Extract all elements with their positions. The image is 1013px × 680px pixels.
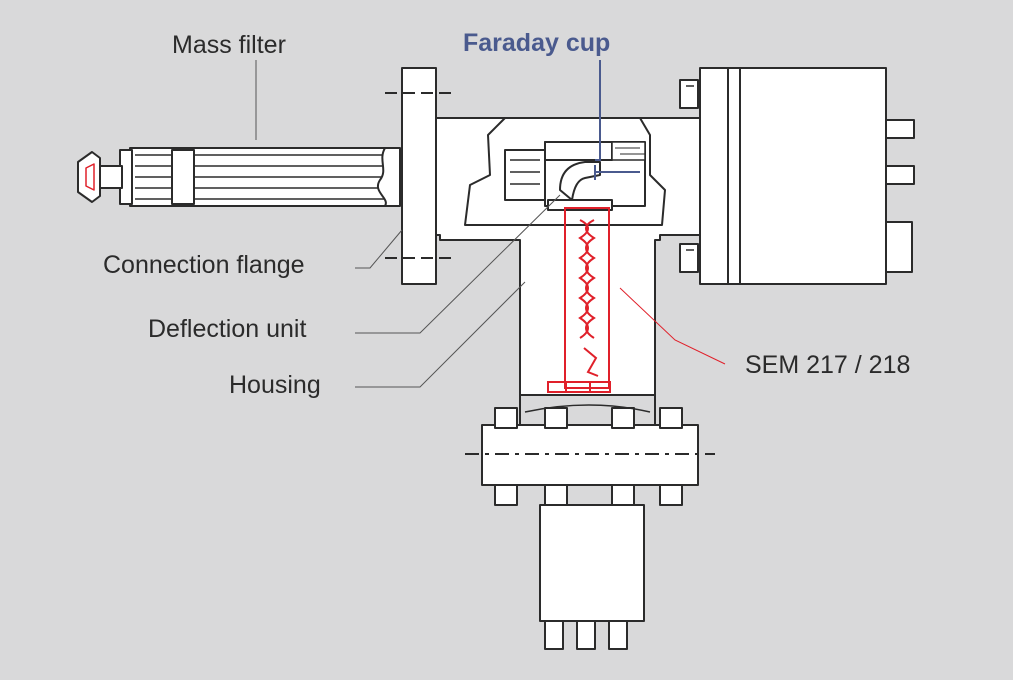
- faraday-cup-indicator: [594, 60, 640, 180]
- label-mass-filter: Mass filter: [172, 31, 286, 59]
- electronics-block: [679, 67, 915, 285]
- label-connection-flange: Connection flange: [103, 251, 305, 279]
- lower-flange: [465, 395, 715, 506]
- deflection-chamber: [464, 117, 666, 226]
- label-deflection-unit: Deflection unit: [148, 315, 307, 343]
- label-faraday-cup: Faraday cup: [463, 29, 611, 57]
- mass-filter-assembly: [77, 147, 401, 207]
- label-housing: Housing: [229, 371, 321, 399]
- leader-lines: [255, 60, 561, 388]
- label-sem: SEM 217 / 218: [745, 351, 911, 379]
- sem-detector: [547, 207, 726, 393]
- connection-flange: [385, 67, 455, 285]
- lower-feedthrough: [539, 504, 645, 650]
